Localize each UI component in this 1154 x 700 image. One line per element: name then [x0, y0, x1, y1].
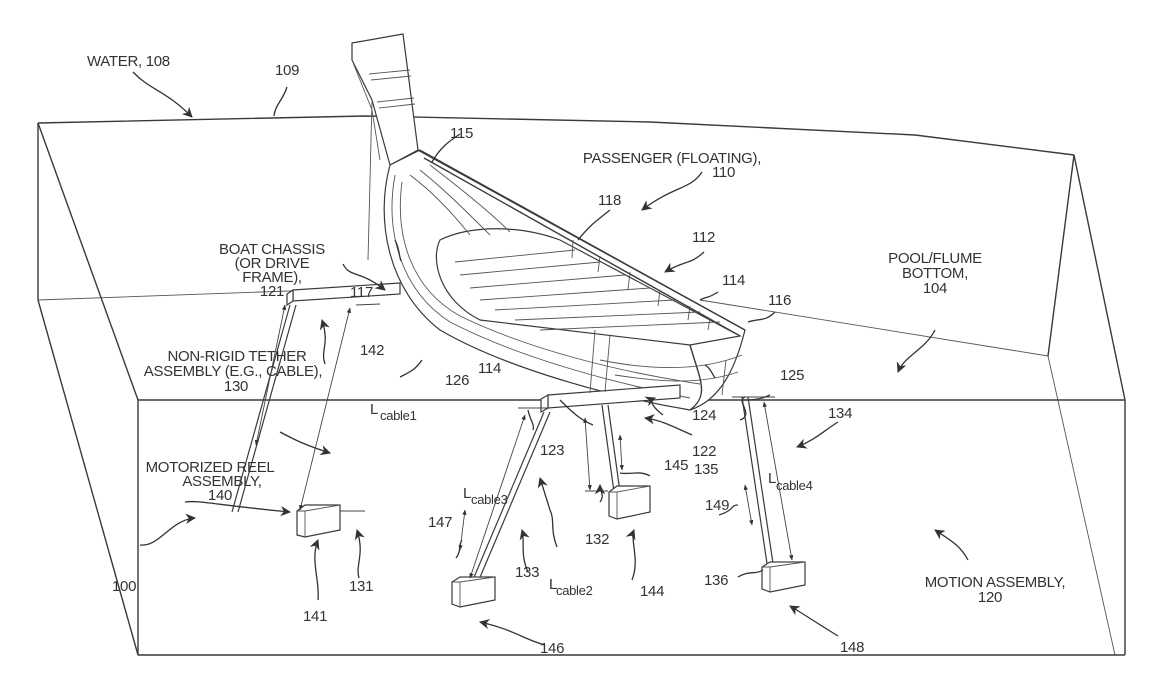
- label-112: 112: [692, 229, 715, 246]
- label-135: 135: [694, 461, 718, 478]
- dimension-arrows: [254, 304, 794, 579]
- svg-text:cable2: cable2: [556, 583, 593, 598]
- pool-right-inner-edge: [1047, 355, 1116, 656]
- label-pool-1: POOL/FLUME: [888, 250, 982, 267]
- label-125: 125: [780, 367, 804, 384]
- label-115: 115: [450, 125, 473, 142]
- label-146: 146: [540, 640, 564, 657]
- label-109: 109: [275, 62, 299, 79]
- label-chassis-3: FRAME),: [242, 269, 302, 286]
- label-cable2: L cable2: [549, 576, 593, 598]
- label-122: 122: [692, 443, 716, 460]
- label-131: 131: [349, 578, 373, 595]
- label-cable3: L cable3: [463, 485, 508, 507]
- label-passenger-ref: 110: [712, 164, 735, 181]
- svg-text:cable1: cable1: [380, 408, 417, 423]
- pool-left-side-edge: [37, 122, 139, 401]
- label-142: 142: [360, 342, 384, 359]
- label-141: 141: [303, 608, 327, 625]
- reel-148: [761, 561, 806, 593]
- boat-chassis: [286, 282, 775, 414]
- boat-bow-post: [351, 33, 419, 166]
- labels: WATER, 108 109 115 PASSENGER (FLOATING),…: [87, 53, 1066, 657]
- label-149: 149: [705, 497, 729, 514]
- label-114-top: 114: [722, 272, 745, 289]
- label-chassis-2: (OR DRIVE: [235, 255, 310, 272]
- label-117: 117: [350, 284, 373, 301]
- label-reel-2: ASSEMBLY,: [182, 473, 261, 490]
- pool-left-front-vertical: [37, 299, 139, 656]
- boat-gunwale: [417, 149, 746, 337]
- label-motion-1: MOTION ASSEMBLY,: [925, 574, 1066, 591]
- cable-2: [601, 404, 621, 493]
- label-cable4: L cable4: [768, 470, 813, 493]
- label-chassis-4: 121: [260, 283, 284, 300]
- reel-146: [451, 576, 496, 608]
- label-chassis-1: BOAT CHASSIS: [219, 241, 325, 258]
- boat-deck: [435, 228, 742, 346]
- label-water: WATER, 108: [87, 53, 170, 70]
- label-132: 132: [585, 531, 609, 548]
- label-124: 124: [692, 407, 716, 424]
- label-136: 136: [704, 572, 728, 589]
- reel-141: [296, 504, 365, 538]
- pool-right-back-edge: [1047, 154, 1075, 357]
- label-116: 116: [768, 292, 791, 309]
- label-144: 144: [640, 583, 664, 600]
- label-pool-3: 104: [923, 280, 947, 297]
- pool-right-side-edge: [1073, 154, 1126, 401]
- svg-text:L: L: [370, 401, 378, 418]
- label-147: 147: [428, 514, 452, 531]
- label-133: 133: [515, 564, 539, 581]
- label-tether-1: NON-RIGID TETHER: [167, 348, 307, 365]
- label-100: 100: [112, 578, 136, 595]
- svg-text:cable3: cable3: [471, 492, 508, 507]
- label-148: 148: [840, 639, 864, 656]
- label-cable1: L cable1: [370, 401, 417, 423]
- label-114-bottom: 114: [478, 360, 501, 377]
- svg-text:L: L: [463, 485, 471, 502]
- label-145: 145: [664, 457, 688, 474]
- boat: [351, 33, 746, 411]
- label-134: 134: [828, 405, 852, 422]
- label-tether-2: ASSEMBLY (E.G., CABLE),: [144, 363, 322, 380]
- water-surface-edge: [37, 115, 1075, 156]
- svg-text:L: L: [549, 576, 557, 593]
- label-126: 126: [445, 372, 469, 389]
- label-motion-2: 120: [978, 589, 1002, 606]
- label-reel-3: 140: [208, 487, 232, 504]
- label-passenger: PASSENGER (FLOATING),: [583, 150, 761, 167]
- label-118: 118: [598, 192, 621, 209]
- label-reel-1: MOTORIZED REEL: [146, 459, 275, 476]
- label-tether-3: 130: [224, 378, 248, 395]
- reel-144: [585, 485, 651, 520]
- pool-volume: [37, 115, 1126, 656]
- label-pool-2: BOTTOM,: [902, 265, 968, 282]
- chassis-bar-front: [292, 282, 401, 302]
- label-123: 123: [540, 442, 564, 459]
- svg-text:cable4: cable4: [776, 478, 813, 493]
- svg-text:L: L: [768, 470, 776, 487]
